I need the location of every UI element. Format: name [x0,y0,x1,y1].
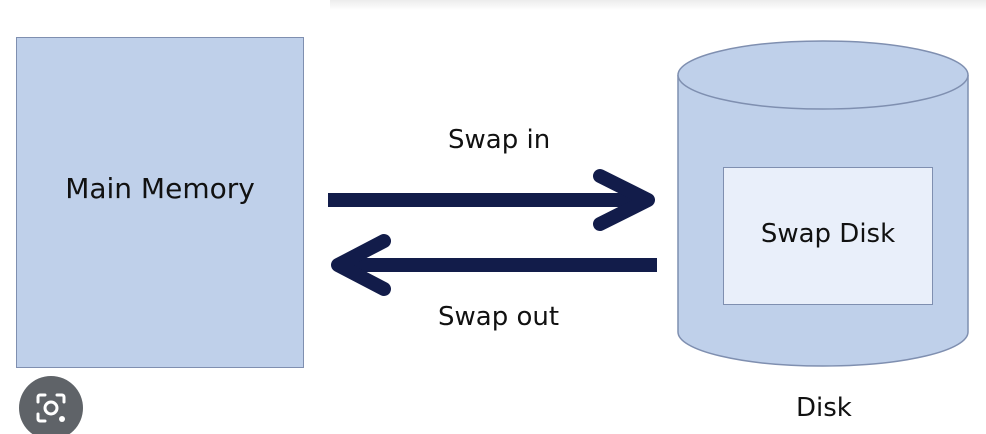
swap-in-arrow-head [593,169,655,231]
swap-in-label: Swap in [448,125,551,155]
lens-search-button[interactable] [19,376,83,434]
swap-out-arrow-head [331,234,391,296]
main-memory-label: Main Memory [65,172,255,205]
swap-disk-label: Swap Disk [760,219,896,249]
swap-disk-box: Swap Disk [723,167,933,305]
disk-cylinder-top [677,40,969,110]
camera-search-icon [36,393,66,423]
swap-out-label: Swap out [438,302,560,332]
disk-label: Disk [796,393,852,423]
swap-out-arrow [331,234,657,296]
top-edge-shadow [330,0,986,10]
main-memory-box: Main Memory [16,37,304,368]
swap-in-arrow [328,169,655,231]
